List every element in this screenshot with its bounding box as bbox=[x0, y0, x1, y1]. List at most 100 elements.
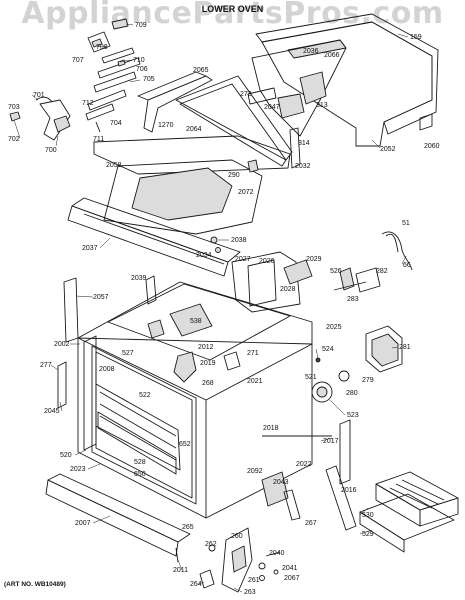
part-label-2012: 2012 bbox=[198, 344, 214, 351]
part-label-2011: 2011 bbox=[173, 567, 189, 574]
part-label-704: 704 bbox=[110, 120, 122, 127]
part-label-51: 51 bbox=[402, 220, 410, 227]
part-label-2017: 2017 bbox=[323, 438, 339, 445]
part-label-711: 711 bbox=[93, 136, 105, 143]
part-label-290: 290 bbox=[228, 172, 240, 179]
part-label-2034: 2034 bbox=[196, 252, 212, 259]
part-label-709: 709 bbox=[135, 22, 147, 29]
part-label-273: 273 bbox=[240, 91, 252, 98]
part-label-283: 283 bbox=[347, 296, 359, 303]
broiler-pan bbox=[359, 471, 459, 553]
part-label-2002: 2002 bbox=[54, 341, 70, 348]
part-label-2028: 2028 bbox=[280, 286, 296, 293]
part-label-701: 701 bbox=[33, 92, 45, 99]
igniter-bracket-assembly bbox=[9, 18, 141, 141]
part-label-521: 521 bbox=[305, 374, 317, 381]
part-label-2092: 2092 bbox=[247, 468, 263, 475]
part-label-702: 702 bbox=[8, 136, 20, 143]
part-label-263: 263 bbox=[244, 589, 256, 596]
part-label-523: 523 bbox=[347, 412, 359, 419]
part-label-2058: 2058 bbox=[106, 162, 122, 169]
part-label-2008: 2008 bbox=[99, 366, 115, 373]
side-trims bbox=[57, 361, 357, 531]
part-label-526: 526 bbox=[330, 268, 342, 275]
part-label-2067: 2067 bbox=[284, 575, 300, 582]
leader-lines bbox=[13, 23, 409, 593]
part-label-2023: 2023 bbox=[70, 466, 86, 473]
part-label-2025: 2025 bbox=[326, 324, 342, 331]
diagram-title: LOWER OVEN bbox=[201, 4, 264, 14]
part-label-700: 700 bbox=[45, 147, 57, 154]
part-label-277: 277 bbox=[40, 362, 52, 369]
part-label-707: 707 bbox=[72, 57, 84, 64]
part-label-2026: 2026 bbox=[259, 258, 275, 265]
part-label-524: 524 bbox=[322, 346, 334, 353]
part-label-282: 282 bbox=[376, 268, 388, 275]
wire-harness-and-switches bbox=[231, 231, 413, 313]
art-number: (ART NO. WB10489) bbox=[4, 581, 66, 588]
part-label-652: 652 bbox=[179, 441, 191, 448]
part-label-522: 522 bbox=[139, 392, 151, 399]
part-label-2066: 2066 bbox=[324, 52, 340, 59]
part-label-2038: 2038 bbox=[231, 237, 247, 244]
part-label-2060: 2060 bbox=[424, 143, 440, 150]
part-label-2037: 2037 bbox=[82, 245, 98, 252]
front-top-trim bbox=[67, 197, 241, 277]
part-label-2007: 2007 bbox=[75, 520, 91, 527]
part-label-260: 260 bbox=[231, 533, 243, 540]
part-label-268: 268 bbox=[202, 380, 214, 387]
part-label-2052: 2052 bbox=[380, 146, 396, 153]
part-label-2019: 2019 bbox=[200, 360, 216, 367]
oven-top-rails bbox=[93, 71, 301, 235]
part-label-2057: 2057 bbox=[93, 294, 109, 301]
light-socket-and-lens bbox=[311, 325, 403, 403]
part-label-528: 528 bbox=[134, 459, 146, 466]
part-label-529: 529 bbox=[362, 531, 374, 538]
part-label-2043: 2043 bbox=[273, 479, 289, 486]
part-label-2029: 2029 bbox=[306, 256, 322, 263]
part-label-2018: 2018 bbox=[263, 425, 279, 432]
part-label-706: 706 bbox=[136, 66, 148, 73]
part-label-520: 520 bbox=[60, 452, 72, 459]
part-label-2045: 2045 bbox=[44, 408, 60, 415]
door-hinge-parts bbox=[199, 527, 281, 593]
part-label-265: 265 bbox=[182, 524, 194, 531]
part-label-2032: 2032 bbox=[295, 163, 311, 170]
part-label-2040: 2040 bbox=[269, 550, 285, 557]
part-label-2022: 2022 bbox=[296, 461, 312, 468]
part-label-264: 264 bbox=[190, 581, 202, 588]
part-label-530: 530 bbox=[362, 512, 374, 519]
part-label-712: 712 bbox=[82, 100, 94, 107]
part-label-159: 159 bbox=[410, 34, 422, 41]
part-label-267: 267 bbox=[305, 520, 317, 527]
part-label-313: 313 bbox=[316, 102, 328, 109]
part-label-527: 527 bbox=[122, 350, 134, 357]
rear-top-panel bbox=[247, 13, 439, 147]
part-label-710: 710 bbox=[133, 57, 145, 64]
part-label-538: 538 bbox=[190, 318, 202, 325]
part-label-703: 703 bbox=[8, 104, 20, 111]
part-label-2021: 2021 bbox=[247, 378, 263, 385]
watermark: AppliancePartsPros.com bbox=[21, 0, 444, 31]
part-label-281: 281 bbox=[399, 344, 411, 351]
part-label-271: 271 bbox=[247, 350, 259, 357]
part-label-2047: 2047 bbox=[264, 104, 280, 111]
part-label-650: 650 bbox=[134, 471, 146, 478]
part-label-2016: 2016 bbox=[341, 487, 357, 494]
part-label-708: 708 bbox=[96, 44, 108, 51]
part-label-2041: 2041 bbox=[282, 565, 298, 572]
part-label-2036: 2036 bbox=[303, 48, 319, 55]
part-label-261: 261 bbox=[248, 577, 260, 584]
part-label-314: 314 bbox=[298, 140, 310, 147]
part-label-2065: 2065 bbox=[193, 67, 209, 74]
part-label-262: 262 bbox=[205, 541, 217, 548]
part-label-280: 280 bbox=[346, 390, 358, 397]
part-label-2027: 2027 bbox=[235, 256, 251, 263]
part-label-705: 705 bbox=[143, 76, 155, 83]
part-label-1270: 1270 bbox=[158, 122, 174, 129]
part-label-2064: 2064 bbox=[186, 126, 202, 133]
part-label-2039: 2039 bbox=[131, 275, 147, 282]
part-label-66: 66 bbox=[403, 262, 411, 269]
